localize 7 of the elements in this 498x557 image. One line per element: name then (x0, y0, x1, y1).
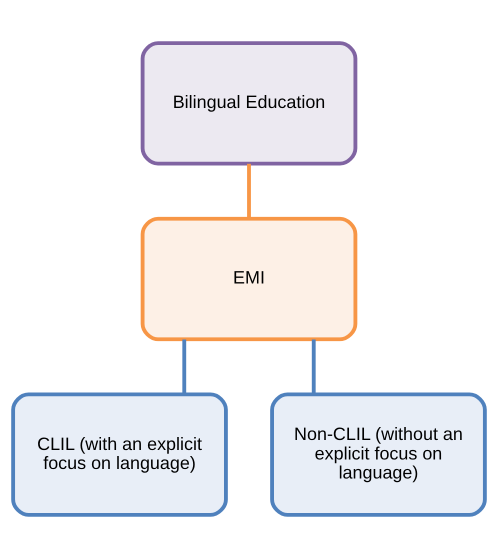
node-box: Bilingual Education (140, 40, 358, 166)
connector (182, 338, 186, 394)
connector (247, 163, 251, 218)
node-box: EMI (140, 216, 358, 341)
connector (312, 338, 316, 394)
node-box: CLIL (with an explicit focus on language) (11, 392, 228, 516)
node-box: Non-CLIL (without an explicit focus on language) (270, 392, 487, 516)
